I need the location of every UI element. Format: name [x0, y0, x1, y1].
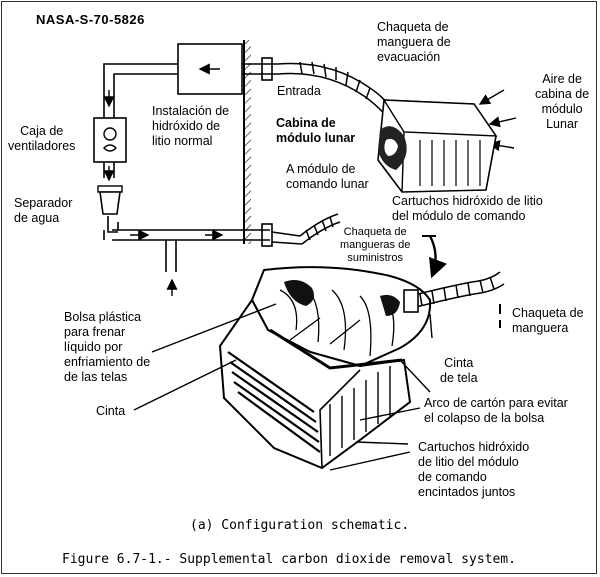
- figure-caption: (a) Configuration schematic.: [190, 518, 410, 533]
- flow-arrows: [103, 63, 517, 296]
- label-cinta-tela: Cinta de tela: [440, 356, 478, 385]
- label-separador: Separador de agua: [14, 196, 73, 225]
- figure-title: Figure 6.7-1.- Supplemental carbon dioxi…: [62, 552, 516, 567]
- cm-cartridge-assembly-top: [377, 99, 498, 193]
- label-instalacion: Instalación de hidróxido de litio normal: [152, 104, 230, 148]
- fan-box: [93, 117, 127, 163]
- label-caja-ventiladores: Caja de ventiladores: [8, 124, 76, 153]
- label-cartuchos-encintados: Cartuchos hidróxido de litio del módulo …: [418, 440, 530, 499]
- label-a-modulo-comando: A módulo de comando lunar: [286, 162, 369, 191]
- cabin-wall: [243, 40, 251, 244]
- hose-jacket-bottom: [403, 271, 505, 328]
- label-cartuchos-cm: Cartuchos hidróxido de litio del módulo …: [392, 194, 543, 223]
- water-separator: [97, 185, 123, 215]
- bag-assembly: [218, 266, 432, 470]
- label-entrada: Entrada: [277, 84, 321, 98]
- label-chaqueta-suministros: Chaqueta de mangueras de suministros: [340, 226, 411, 264]
- label-cinta: Cinta: [96, 404, 126, 418]
- label-bolsa-plastica: Bolsa plástica para frenar líquido por e…: [64, 310, 151, 384]
- label-arco-carton: Arco de cartón para evitar el colapso de…: [424, 396, 568, 425]
- label-chaqueta-evacuacion: Chaqueta de manguera de evacuación: [377, 20, 451, 64]
- label-aire-cabina: Aire de cabina de módulo Lunar: [535, 72, 590, 131]
- leader-lines: [133, 303, 433, 471]
- document-id: NASA-S-70-5826: [36, 12, 145, 27]
- supply-hose-top: [271, 213, 341, 245]
- label-chaqueta-manguera: Chaqueta de manguera: [512, 306, 584, 335]
- label-cabina-modulo-lunar: Cabina de módulo lunar: [276, 116, 356, 145]
- pipe-system: [103, 43, 278, 272]
